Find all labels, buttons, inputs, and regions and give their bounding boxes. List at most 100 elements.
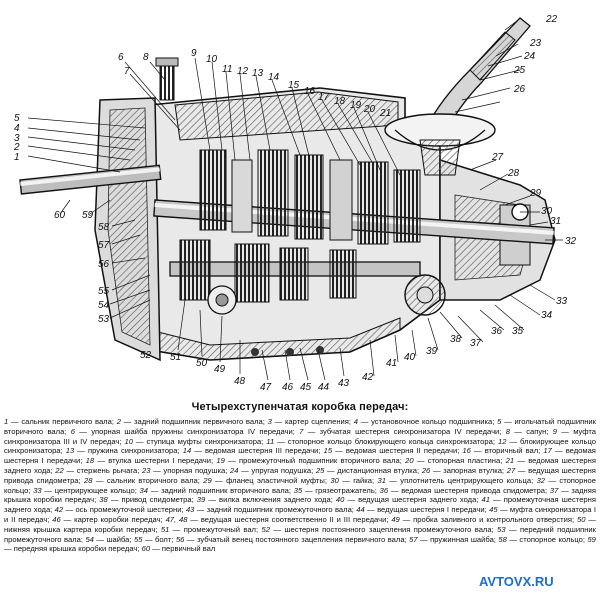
callout-29: 29 bbox=[529, 188, 542, 199]
legend-entry-number: 50 bbox=[576, 514, 586, 524]
legend-entry: 29 — фланец эластичной муфты; bbox=[203, 475, 331, 485]
legend-entry: 55 — болт; bbox=[134, 534, 176, 544]
legend-entry-text: пружина синхронизатора bbox=[88, 446, 178, 456]
callout-51: 51 bbox=[170, 352, 181, 363]
legend-entry: 25 — дистанционная втулка; bbox=[315, 465, 422, 475]
legend-entry: 23 — упорная подушка; bbox=[141, 465, 230, 475]
legend-entry: 13 — пружина синхронизатора; bbox=[65, 446, 183, 456]
callout-5: 5 bbox=[14, 113, 20, 124]
legend-entry-text: задняя крышка коробки передач bbox=[4, 485, 596, 505]
legend-entry: 27 — ведущая шестерня привода спидометра… bbox=[4, 465, 596, 485]
legend-entry-number: 22 bbox=[55, 465, 64, 475]
callout-2: 2 bbox=[13, 142, 20, 153]
legend-entry-text: вторичный вал bbox=[484, 446, 539, 456]
legend-entry: 8 — сапун; bbox=[505, 426, 553, 436]
legend-entry-number: 29 bbox=[203, 475, 212, 485]
legend-entry: 54 — шайба; bbox=[85, 534, 135, 544]
callout-60: 60 bbox=[54, 210, 66, 221]
legend-entry: 31 — уплотнитель центрирующего кольца; bbox=[377, 475, 537, 485]
legend-entry-number: 12 bbox=[497, 436, 507, 446]
legend-entry-text: упорная подушка bbox=[163, 465, 226, 475]
callout-leaders bbox=[27, 19, 563, 381]
legend-entry: 21 — ведомая шестерня заднего хода; bbox=[4, 456, 596, 475]
legend-entry-number: 10 bbox=[124, 436, 133, 446]
legend-entry-text: промежуточная шестерня заднего хода bbox=[4, 495, 596, 515]
legend-entry-number: 2 bbox=[116, 417, 121, 426]
legend-entry: 15 — ведомая шестерня II передачи; bbox=[323, 446, 463, 456]
legend-entry: 51 — промежуточный вал; bbox=[160, 524, 262, 534]
legend-entry-number: 20 bbox=[405, 456, 414, 466]
callout-4: 4 bbox=[14, 123, 20, 134]
callout-19: 19 bbox=[350, 100, 362, 111]
legend-entry: 34 — задний подшипник вторичного вала; bbox=[139, 485, 294, 495]
callout-44: 44 bbox=[318, 382, 330, 393]
legend-entry-text: болт bbox=[155, 534, 172, 544]
legend-entry-number: 26 bbox=[421, 465, 431, 475]
legend-entry: 9 — муфта синхронизатора III и IV переда… bbox=[4, 426, 596, 446]
callout-18: 18 bbox=[334, 96, 346, 107]
legend-entry-text: пружинная шайба bbox=[430, 534, 494, 544]
callout-14: 14 bbox=[268, 72, 280, 83]
legend-entry-text: передний подшипник промежуточного вала bbox=[4, 524, 596, 544]
legend-entry-number: 40 bbox=[335, 495, 345, 505]
legend-entry-number: 54 bbox=[85, 534, 94, 544]
legend-entry: 12 — блокирующее кольцо синхронизатора; bbox=[4, 436, 596, 456]
legend-entry: 57 — пружинная шайба; bbox=[409, 534, 499, 544]
legend-entry: 1 — сальник первичного вала; bbox=[4, 417, 117, 426]
legend-entry-text: ведомая шестерня I передачи bbox=[4, 446, 596, 466]
legend-entry-text: ведомая шестерня привода спидометра bbox=[401, 485, 546, 495]
legend-entry-number: 7 bbox=[299, 426, 304, 436]
legend-entry-number: 11 bbox=[266, 436, 275, 446]
legend-entry-number: 3 bbox=[267, 417, 272, 426]
legend-entry-text: грязеотражатель bbox=[315, 485, 375, 495]
legend-entry-text: зубчатый венец постоянного зацепления пе… bbox=[196, 534, 405, 544]
legend-entry-text: ступица муфты синхронизатора bbox=[146, 436, 262, 446]
legend-entry: 26 — запорная втулка; bbox=[421, 465, 507, 475]
legend-entry-number: 14 bbox=[182, 446, 192, 456]
legend-entry-number: 17 bbox=[543, 446, 552, 456]
legend-entry: 38 — привод спидометра; bbox=[99, 495, 197, 505]
site-watermark: AVTOVX.RU bbox=[476, 574, 557, 589]
legend-entry-number: 44 bbox=[356, 505, 365, 515]
legend-entry-number: 8 bbox=[505, 426, 510, 436]
legend-entry-text: стопорное кольцо bbox=[4, 475, 596, 495]
legend-entry-number: 35 bbox=[293, 485, 303, 495]
legend-entry-text: ведущая шестерня заднего хода bbox=[358, 495, 477, 505]
legend-entry: 46 — картер коробки передач; bbox=[52, 514, 166, 524]
legend-entry-number: 56 bbox=[175, 534, 185, 544]
legend-entry-number: 23 bbox=[141, 465, 151, 475]
callout-42: 42 bbox=[362, 372, 374, 383]
legend-entry-text: ведомая шестерня II передачи bbox=[345, 446, 458, 456]
callout-11: 11 bbox=[222, 64, 232, 75]
callout-24: 24 bbox=[523, 51, 536, 62]
callout-39: 39 bbox=[426, 346, 438, 357]
callout-57: 57 bbox=[98, 240, 110, 251]
legend-entry-number: 55 bbox=[134, 534, 143, 544]
legend-entry-number: 28 bbox=[84, 475, 93, 485]
callout-25: 25 bbox=[513, 65, 526, 76]
legend-entry: 6 — упорная шайба пружины синхронизатора… bbox=[70, 426, 300, 436]
legend-entry-text: упорная шайба пружины синхронизатора IV … bbox=[91, 426, 293, 436]
legend-entry-number: 1 bbox=[4, 417, 9, 426]
legend-entry-text: передняя крышка коробки передач bbox=[13, 544, 138, 554]
legend-entry: 47, 48 — ведущая шестерня соответственно… bbox=[165, 514, 392, 524]
callout-30: 30 bbox=[541, 206, 553, 217]
callout-28: 28 bbox=[507, 168, 520, 179]
legend-entry-text: шайба bbox=[106, 534, 130, 544]
legend-entry-number: 16 bbox=[462, 446, 471, 456]
legend-entry: 5 — игольчатый подшипник вторичного вала… bbox=[4, 417, 596, 436]
callout-55: 55 bbox=[98, 286, 110, 297]
callout-34: 34 bbox=[541, 310, 553, 321]
legend-entry: 33 — центрирующее кольцо; bbox=[33, 485, 140, 495]
legend-entry-number: 19 bbox=[216, 456, 225, 466]
callout-50: 50 bbox=[196, 358, 208, 369]
legend-entry: 44 — ведущая шестерня I передачи; bbox=[356, 505, 490, 515]
legend-entry-text: запорная втулка bbox=[443, 465, 502, 475]
legend-entry-text: задний подшипник первичного вала bbox=[134, 417, 263, 426]
callout-6: 6 bbox=[118, 52, 124, 63]
legend-entry-text: муфта синхронизатора I и II передач bbox=[4, 505, 596, 524]
countershaft bbox=[169, 239, 421, 315]
legend-entry-number: 33 bbox=[33, 485, 42, 495]
callout-7: 7 bbox=[124, 66, 130, 77]
gear-lever bbox=[384, 17, 531, 176]
